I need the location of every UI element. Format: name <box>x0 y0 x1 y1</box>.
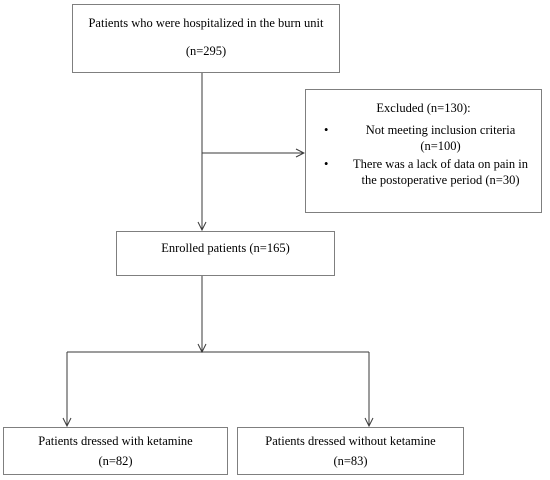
excluded-title: Excluded (n=130): <box>376 101 471 115</box>
bullet-icon: • <box>324 123 329 137</box>
with-ketamine-box: Patients dressed with ketamine (n=82) <box>3 427 228 475</box>
excluded-reasons-list: • Not meeting inclusion criteria (n=100)… <box>306 122 541 188</box>
hospitalized-title: Patients who were hospitalized in the bu… <box>88 16 324 30</box>
excluded-reason-item: • There was a lack of data on pain in th… <box>306 156 541 188</box>
excluded-box: Excluded (n=130): • Not meeting inclusio… <box>305 89 542 213</box>
hospitalized-count: (n=295) <box>185 44 227 58</box>
hospitalized-box: Patients who were hospitalized in the bu… <box>72 4 340 73</box>
excluded-reason-count: the postoperative period (n=30) <box>361 173 520 187</box>
with-ketamine-title: Patients dressed with ketamine <box>38 434 193 448</box>
excluded-reason-text: Not meeting inclusion criteria <box>365 123 516 137</box>
enrolled-box: Enrolled patients (n=165) <box>116 231 335 276</box>
excluded-reason-count: (n=100) <box>420 139 461 153</box>
enrolled-title: Enrolled patients (n=165) <box>161 241 290 255</box>
excluded-reason-item: • Not meeting inclusion criteria (n=100) <box>306 122 541 154</box>
excluded-reason-text: There was a lack of data on pain in <box>353 157 528 171</box>
without-ketamine-box: Patients dressed without ketamine (n=83) <box>237 427 464 475</box>
without-ketamine-count: (n=83) <box>333 454 368 468</box>
with-ketamine-count: (n=82) <box>98 454 133 468</box>
without-ketamine-title: Patients dressed without ketamine <box>265 434 436 448</box>
bullet-icon: • <box>324 157 329 171</box>
